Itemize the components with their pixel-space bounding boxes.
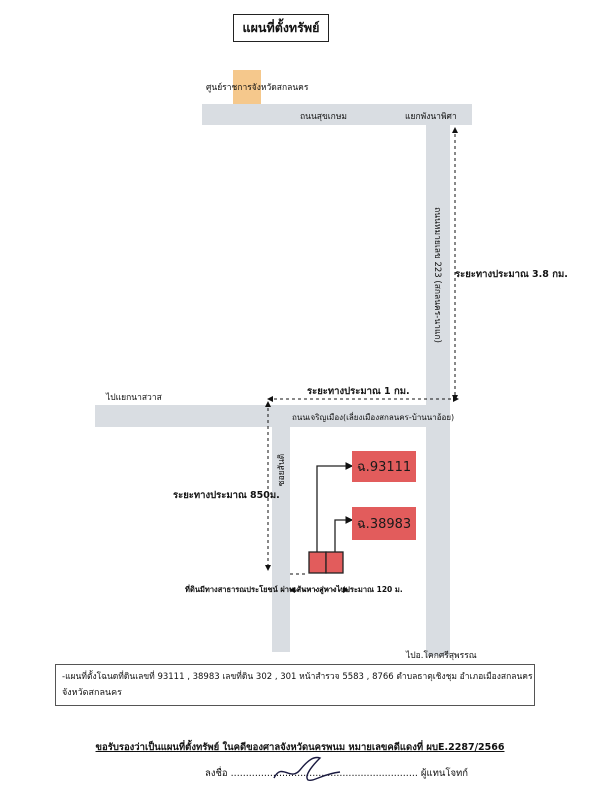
bottom-direction-label: ไปอ.โคกศรีสุพรรณ <box>406 651 477 661</box>
side-lane-road <box>272 427 290 652</box>
map-title: แผนที่ตั้งทรัพย์ <box>233 14 329 42</box>
parcel-plot-2 <box>325 551 344 574</box>
bottom-distance-label: ที่ดินมีทางสาธารณประโยชน์ ผ่านเส้นทางสู่… <box>185 585 403 594</box>
legal-line-1: -แผนที่ตั้งโฉนดที่ดินเลขที่ 93111 , 3898… <box>62 672 533 682</box>
lane-distance-label: ระยะทางประมาณ 850ม. <box>173 490 280 501</box>
signature-row: ลงชื่อ .................................… <box>205 766 468 781</box>
main-vertical-road <box>426 104 450 656</box>
parcel-label-2: ฉ.38983 <box>352 507 416 540</box>
parcel-2-leader <box>334 516 354 552</box>
legal-line-2: จังหวัดสกลนคร <box>62 688 122 698</box>
sign-label: ลงชื่อ <box>205 768 228 779</box>
legal-description-box: -แผนที่ตั้งโฉนดที่ดินเลขที่ 93111 , 3898… <box>55 664 535 706</box>
top-road-label: ถนนสุขเกษม <box>300 112 348 122</box>
landmark-block <box>233 70 261 104</box>
parcel-1-leader <box>316 462 354 552</box>
vertical-distance-label: ระยะทางประมาณ 3.8 กม. <box>455 269 568 280</box>
middle-road <box>95 405 450 427</box>
signature-role: ผู้แทนโจทก์ <box>420 768 469 779</box>
top-road <box>202 104 472 125</box>
signature-dots: ........................................… <box>230 768 418 779</box>
parcel-label-1: ฉ.93111 <box>352 451 416 482</box>
signature-scribble <box>273 756 341 782</box>
landmark-label: ศูนย์ราชการจังหวัดสกลนคร <box>206 83 309 93</box>
intersection-label: แยกพังนาพิศา <box>405 112 457 122</box>
certification-text: ขอรับรองว่าเป็นแผนที่ตั้งทรัพย์ ในคดีของ… <box>95 742 505 753</box>
horizontal-distance-label: ระยะทางประมาณ 1 กม. <box>307 386 410 397</box>
left-direction-label: ไปแยกนาสวาส <box>106 393 162 403</box>
middle-road-label: ถนนเจริญเมือง(เลี่ยงเมืองสกลนคร-บ้านนาอ้… <box>292 413 455 422</box>
parcel-plot-1 <box>308 551 327 574</box>
